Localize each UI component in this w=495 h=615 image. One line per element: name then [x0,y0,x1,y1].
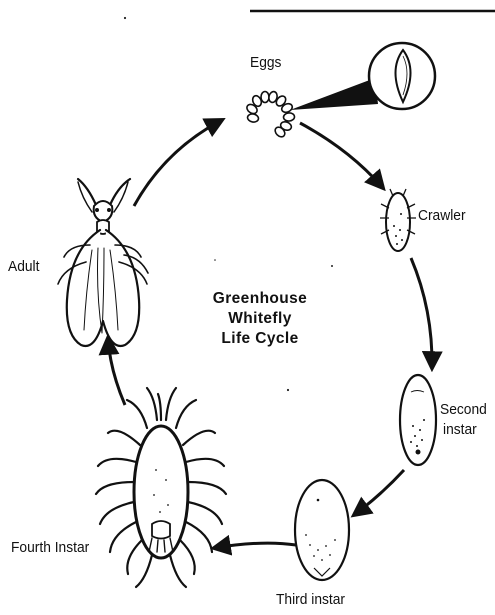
arrow-third-to-fourth [214,543,296,548]
arrow-adult-to-eggs [134,120,222,206]
arrow-second-to-third [354,470,404,515]
diagram-title: Greenhouse Whitefly Life Cycle [190,289,330,349]
third-instar-illustration [295,480,349,580]
second-instar-illustration [400,375,436,465]
eggs-illustration [245,91,295,139]
label-eggs: Eggs [250,54,281,71]
label-second-instar-line1: Second [440,401,487,418]
arrow-eggs-to-crawler [300,123,383,188]
diagram-title-line-1: Greenhouse [190,289,330,309]
crawler-illustration [380,189,416,251]
label-third-instar: Third instar [276,591,345,608]
diagram-title-line-2: Whitefly [190,309,330,329]
arrow-crawler-to-second [411,258,432,368]
arrow-fourth-to-adult [108,338,125,405]
magnification-wedge [290,78,378,110]
label-second-instar-line2: instar [443,421,477,438]
label-adult: Adult [8,258,39,275]
label-crawler: Crawler [418,207,466,224]
diagram-title-line-3: Life Cycle [190,329,330,349]
fourth-instar-illustration [96,388,226,587]
label-fourth-instar: Fourth Instar [11,539,89,556]
